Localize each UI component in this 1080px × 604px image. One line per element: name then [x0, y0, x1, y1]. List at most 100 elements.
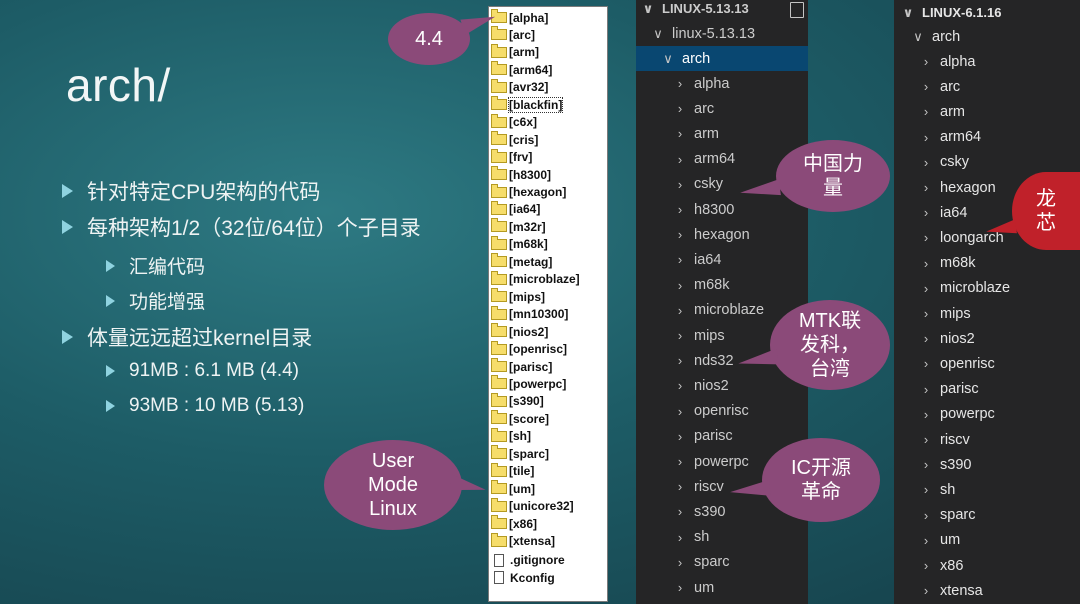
chevron-right-icon: › [677, 529, 683, 545]
old-folder-item[interactable]: [nios2] [491, 323, 548, 340]
tree-item-label: powerpc [694, 453, 749, 470]
old-folder-item[interactable]: [xtensa] [491, 532, 556, 550]
old-folder-item[interactable]: [m68k] [491, 235, 548, 253]
folder-label: [x86] [509, 516, 538, 531]
old-folder-item[interactable]: [arc] [491, 26, 535, 43]
explorer-header[interactable]: ∨LINUX-6.1.16 [894, 0, 1080, 25]
old-file-item[interactable]: .gitignore [491, 552, 565, 569]
tree-folder-item[interactable]: ›parisc [636, 424, 808, 449]
old-folder-item[interactable]: [hexagon] [491, 183, 566, 201]
tree-folder-item[interactable]: ›nds32 [636, 348, 808, 373]
tree-folder-item[interactable]: ›mips [636, 323, 808, 348]
tree-folder-item[interactable]: ›riscv [636, 474, 808, 499]
tree-folder-item[interactable]: ›nios2 [894, 326, 1080, 351]
tree-item-label: microblaze [694, 302, 765, 319]
tree-folder-item[interactable]: ›loongarch [894, 225, 1080, 250]
tree-folder-item[interactable]: ›um [636, 575, 808, 600]
new-file-icon[interactable] [790, 2, 804, 18]
chevron-right-icon: › [677, 202, 683, 217]
old-folder-item[interactable]: [avr32] [491, 78, 548, 96]
tree-folder-item[interactable]: ›powerpc [894, 402, 1080, 427]
old-folder-item[interactable]: [alpha] [491, 9, 548, 26]
tree-folder-item[interactable]: ›arm [894, 99, 1080, 124]
tree-folder-arch[interactable]: ∨arch [636, 46, 808, 71]
tree-folder-item[interactable]: ›x86 [894, 553, 1080, 578]
tree-folder-item[interactable]: ›sparc [636, 550, 808, 575]
tree-folder-item[interactable]: ›arm64 [894, 125, 1080, 150]
old-folder-item[interactable]: [unicore32] [491, 497, 574, 515]
old-file-item[interactable]: Kconfig [491, 569, 555, 586]
tree-folder-item[interactable]: ›alpha [894, 49, 1080, 74]
old-folder-item[interactable]: [x86] [491, 515, 537, 532]
old-folder-item[interactable]: [s390] [491, 392, 544, 410]
old-folder-item[interactable]: [cris] [491, 131, 538, 148]
tree-folder-item[interactable]: ›csky [894, 150, 1080, 175]
old-folder-item[interactable]: [m32r] [491, 218, 546, 235]
tree-folder-item[interactable]: ›hexagon [636, 222, 808, 247]
tree-folder-item[interactable]: ›alpha [636, 71, 808, 96]
old-folder-item[interactable]: [mips] [491, 288, 545, 305]
old-folder-item[interactable]: [frv] [491, 148, 532, 166]
tree-folder-item[interactable]: ›arm [636, 121, 808, 146]
tree-folder-item[interactable]: ›h8300 [636, 197, 808, 222]
folder-label: [arm64] [509, 62, 553, 77]
tree-folder-item[interactable]: ›s390 [636, 499, 808, 524]
tree-folder-item[interactable]: ›sh [636, 525, 808, 550]
old-folder-item[interactable]: [ia64] [491, 200, 540, 218]
folder-icon [491, 183, 507, 198]
old-folder-item[interactable]: [h8300] [491, 166, 551, 183]
tree-item-label: mips [694, 327, 725, 344]
old-folder-item[interactable]: [arm] [491, 43, 539, 61]
tree-folder-item[interactable]: ›sh [894, 477, 1080, 502]
bubble-text: User [371, 450, 415, 472]
tree-folder-item[interactable]: ›powerpc [636, 449, 808, 474]
old-folder-item[interactable]: [tile] [491, 462, 535, 480]
folder-label: [tile] [509, 464, 535, 479]
tree-folder-item[interactable]: ›arm64 [636, 147, 808, 172]
tree-folder-item[interactable]: ›xtensa [894, 578, 1080, 603]
old-folder-item[interactable]: [parisc] [491, 358, 552, 375]
tree-folder-item[interactable]: ›mips [894, 301, 1080, 326]
old-folder-item[interactable]: [score] [491, 410, 549, 427]
old-folder-item[interactable]: [c6x] [491, 113, 537, 131]
folder-label: [unicore32] [509, 499, 574, 514]
tree-folder-item[interactable]: ›microblaze [636, 298, 808, 323]
old-folder-item[interactable]: [metag] [491, 253, 552, 270]
folder-label: [m32r] [509, 219, 546, 234]
folder-label: [openrisc] [509, 342, 568, 357]
tree-root-folder[interactable]: ∨linux-5.13.13 [636, 21, 808, 46]
tree-folder-item[interactable]: ›s390 [894, 452, 1080, 477]
old-folder-item[interactable]: [microblaze] [491, 270, 580, 288]
tree-folder-item[interactable]: ›arc [894, 74, 1080, 99]
tree-item-label: LINUX-6.1.16 [922, 5, 1002, 20]
tree-folder-item[interactable]: ›nios2 [636, 373, 808, 398]
tree-folder-item[interactable]: ›hexagon [894, 175, 1080, 200]
old-folder-item[interactable]: [arm64] [491, 61, 552, 78]
old-folder-item[interactable]: [sh] [491, 427, 531, 445]
tree-folder-item[interactable]: ›ia64 [636, 247, 808, 272]
tree-folder-item[interactable]: ›openrisc [636, 399, 808, 424]
tree-folder-arch[interactable]: ∨arch [894, 24, 1080, 49]
tree-folder-item[interactable]: ›m68k [636, 273, 808, 298]
tree-folder-item[interactable]: ›csky [636, 172, 808, 197]
tree-folder-item[interactable]: ›ia64 [894, 200, 1080, 225]
tree-folder-item[interactable]: ›microblaze [894, 276, 1080, 301]
folder-icon [491, 113, 507, 128]
old-folder-item[interactable]: [powerpc] [491, 375, 566, 392]
chevron-right-icon: › [677, 76, 683, 91]
tree-folder-item[interactable]: ›parisc [894, 377, 1080, 402]
old-folder-item[interactable]: [um] [491, 480, 535, 497]
old-folder-item[interactable]: [mn10300] [491, 305, 568, 323]
folder-label: [xtensa] [509, 534, 556, 548]
tree-folder-item[interactable]: ›openrisc [894, 351, 1080, 376]
tree-folder-item[interactable]: ›um [894, 528, 1080, 553]
tree-folder-item[interactable]: ›riscv [894, 427, 1080, 452]
old-folder-item[interactable]: [sparc] [491, 445, 549, 462]
tree-folder-item[interactable]: ›m68k [894, 251, 1080, 276]
old-folder-item[interactable]: [openrisc] [491, 340, 568, 358]
tree-folder-item[interactable]: ›sparc [894, 503, 1080, 528]
explorer-header[interactable]: ∨LINUX-5.13.13 [636, 0, 808, 21]
tree-folder-item[interactable]: ›arc [636, 96, 808, 121]
bubble-china-power: 中国力 量 [776, 140, 890, 212]
old-folder-item[interactable]: [blackfin] [491, 96, 564, 113]
